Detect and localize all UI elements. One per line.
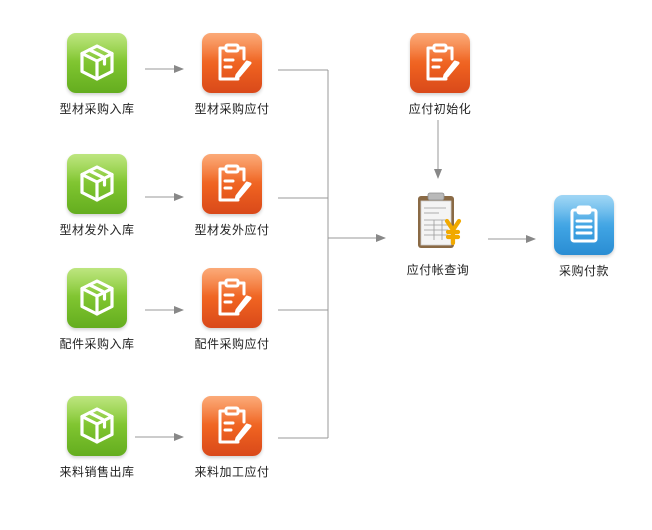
node-payable-1[interactable]: 型材采购应付 <box>182 33 282 117</box>
node-inbound-3[interactable]: 配件采购入库 <box>47 268 147 352</box>
node-label: 型材发外应付 <box>194 223 270 237</box>
node-label: 应付帐查询 <box>406 263 470 277</box>
box-icon <box>67 396 127 456</box>
node-procurement-payment[interactable]: 采购付款 <box>534 195 634 279</box>
node-inbound-4[interactable]: 来料销售出库 <box>47 396 147 480</box>
node-payable-init[interactable]: 应付初始化 <box>390 33 490 117</box>
box-icon <box>67 33 127 93</box>
node-label: 采购付款 <box>558 264 609 278</box>
node-label: 配件采购应付 <box>194 337 270 351</box>
node-label: 型材采购应付 <box>194 102 270 116</box>
node-payable-2[interactable]: 型材发外应付 <box>182 154 282 238</box>
clipboard-pen-icon <box>202 268 262 328</box>
clipboard-pen-icon <box>410 33 470 93</box>
node-label: 来料销售出库 <box>59 465 135 479</box>
node-payable-3[interactable]: 配件采购应付 <box>182 268 282 352</box>
node-label: 配件采购入库 <box>59 337 135 351</box>
node-inbound-1[interactable]: 型材采购入库 <box>47 33 147 117</box>
node-label: 来料加工应付 <box>194 465 270 479</box>
clipboard-icon <box>554 195 614 255</box>
ledger-yen-icon <box>406 190 470 254</box>
clipboard-pen-icon <box>202 33 262 93</box>
node-label: 型材采购入库 <box>59 102 135 116</box>
box-icon <box>67 268 127 328</box>
node-inbound-2[interactable]: 型材发外入库 <box>47 154 147 238</box>
node-label: 应付初始化 <box>408 102 472 116</box>
clipboard-pen-icon <box>202 154 262 214</box>
clipboard-pen-icon <box>202 396 262 456</box>
node-label: 型材发外入库 <box>59 223 135 237</box>
node-payable-4[interactable]: 来料加工应付 <box>182 396 282 480</box>
box-icon <box>67 154 127 214</box>
node-ledger-query[interactable]: 应付帐查询 <box>388 190 488 278</box>
